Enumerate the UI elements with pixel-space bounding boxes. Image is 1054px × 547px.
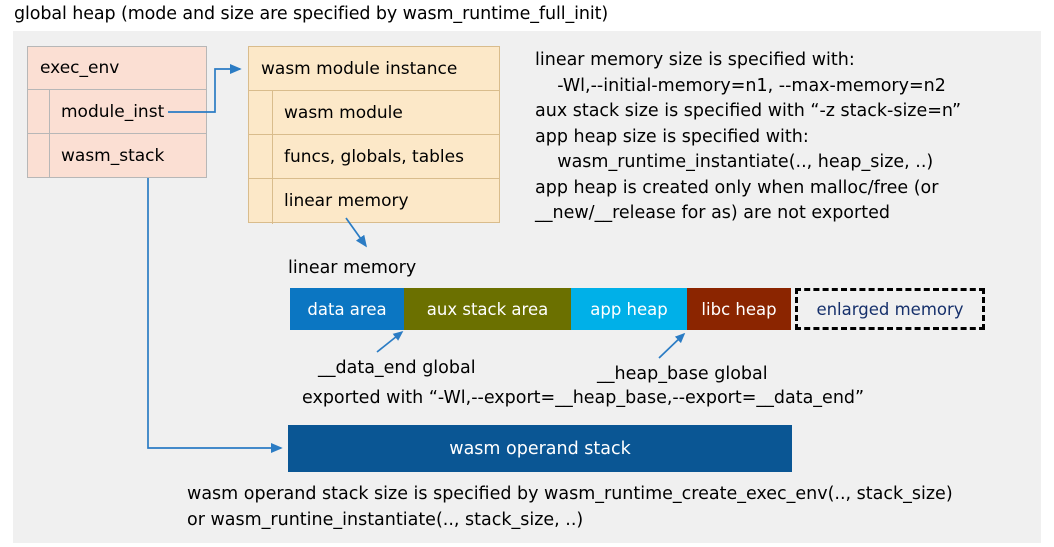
memory-segment-enlarged-memory: enlarged memory [795, 288, 985, 330]
memory-segment-libc-heap-label: libc heap [701, 299, 777, 319]
exec-env-indent-rule [49, 90, 50, 178]
module-instance-header: wasm module instance [248, 46, 500, 91]
exec-env-field-wasm-stack-label: wasm_stack [61, 145, 165, 166]
memory-segment-app-heap: app heap [571, 288, 687, 330]
module-instance-field-funcs-globals-tables: funcs, globals, tables [248, 134, 500, 179]
linear-memory-bar: data area aux stack area app heap libc h… [290, 288, 985, 330]
module-instance-field-linear-memory: linear memory [248, 178, 500, 223]
module-instance-field-wasm-module: wasm module [248, 90, 500, 135]
module-instance-header-label: wasm module instance [261, 58, 458, 79]
exec-env-field-wasm-stack: wasm_stack [27, 133, 207, 178]
annotation-exported-with: exported with “-Wl,--export=__heap_base,… [302, 388, 865, 408]
wasm-module-instance-box: wasm module instance wasm module funcs, … [248, 46, 500, 224]
memory-segment-aux-stack-area: aux stack area [404, 288, 571, 330]
exec-env-header: exec_env [27, 46, 207, 90]
module-instance-field-linear-memory-label: linear memory [284, 190, 409, 211]
memory-segment-libc-heap: libc heap [687, 288, 791, 330]
linear-memory-caption: linear memory [288, 258, 417, 278]
exec-env-header-label: exec_env [40, 58, 120, 78]
annotation-data-end: __data_end global [318, 358, 476, 378]
memory-segment-app-heap-label: app heap [590, 299, 668, 319]
exec-env-field-module-inst: module_inst [27, 89, 207, 134]
memory-segment-aux-stack-area-label: aux stack area [426, 299, 549, 319]
module-instance-indent-rule [272, 91, 273, 224]
module-instance-field-funcs-globals-tables-label: funcs, globals, tables [284, 146, 464, 167]
wasm-operand-stack-box: wasm operand stack [288, 425, 792, 472]
exec-env-field-module-inst-label: module_inst [61, 101, 165, 122]
page-title: global heap (mode and size are specified… [14, 4, 609, 24]
linear-memory-notes: linear memory size is specified with: -W… [535, 50, 962, 223]
module-instance-field-wasm-module-label: wasm module [284, 102, 403, 123]
exec-env-box: exec_env module_inst wasm_stack [27, 46, 207, 178]
memory-segment-data-area-label: data area [307, 299, 387, 319]
annotation-heap-base: __heap_base global [597, 364, 768, 384]
memory-segment-enlarged-memory-label: enlarged memory [816, 299, 964, 319]
operand-stack-notes: wasm operand stack size is specified by … [187, 484, 953, 530]
wasm-operand-stack-label: wasm operand stack [449, 438, 631, 459]
memory-segment-data-area: data area [290, 288, 404, 330]
